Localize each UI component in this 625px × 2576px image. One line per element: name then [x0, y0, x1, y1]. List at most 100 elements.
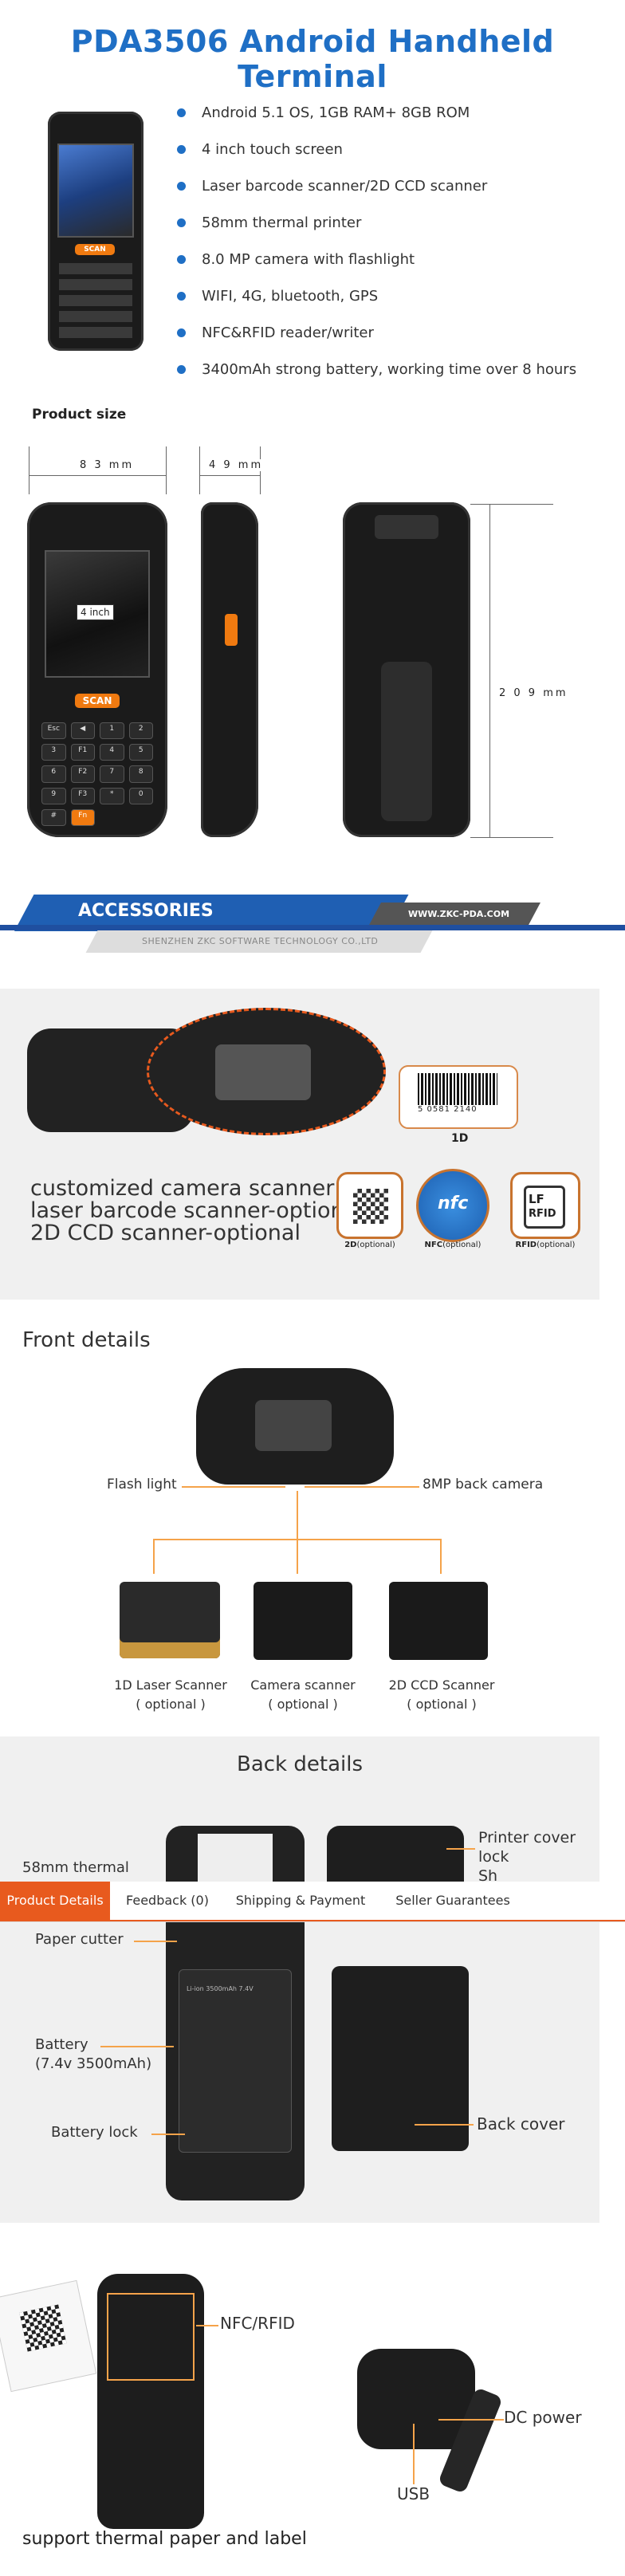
nfc-icon-text: nfc [438, 1194, 469, 1213]
back-strap [381, 662, 432, 821]
ccd-module-photo [389, 1582, 488, 1660]
accessories-title: ACCESSORIES [78, 901, 214, 921]
back-cover-leader [415, 2124, 474, 2126]
spec-text: Laser barcode scanner/2D CCD scanner [202, 177, 488, 195]
qr-2d-icon [336, 1172, 403, 1239]
keypad-key: ◀ [70, 722, 95, 740]
spec-text: 3400mAh strong battery, working time ove… [202, 360, 577, 378]
side-view-device [201, 502, 258, 837]
spec-text: Android 5.1 OS, 1GB RAM+ 8GB ROM [202, 104, 470, 121]
dim-depth-label: 4 9 mm [206, 459, 267, 471]
icon-label-rfid-sub: (optional) [537, 1241, 576, 1249]
spec-item: Laser barcode scanner/2D CCD scanner [177, 167, 576, 204]
keypad-key: 3 [41, 744, 66, 761]
nfc-leader [196, 2325, 218, 2326]
keypad-key: 4 [100, 744, 124, 761]
rfid-icon-lf: LF [529, 1192, 544, 1206]
product-size-heading: Product size [32, 407, 127, 423]
camera-label: 8MP back camera [423, 1477, 544, 1493]
back-camera-window [375, 515, 438, 539]
tab-product-details[interactable]: Product Details [0, 1882, 110, 1920]
keypad-key: 0 [128, 787, 153, 804]
label-qr-code [19, 2304, 67, 2352]
laser-module-photo [120, 1582, 220, 1658]
tree-trunk [297, 1491, 298, 1539]
dim-guide [199, 446, 200, 494]
bullet-icon [177, 108, 186, 117]
keypad-key: 6 [41, 765, 66, 783]
keypad-key: F3 [70, 787, 95, 804]
tab-seller-guarantees[interactable]: Seller Guarantees [395, 1893, 510, 1908]
device-with-label-photo [97, 2274, 204, 2529]
nfc-area-box [107, 2293, 195, 2381]
flash-leader [182, 1486, 285, 1488]
rfid-icon-frame [524, 1186, 565, 1229]
dim-height-label: 2 0 9 mm [499, 687, 568, 699]
nfc-rfid-label: NFC/RFID [220, 2314, 295, 2333]
back-details-heading: Back details [236, 1752, 363, 1776]
icon-label-2d-sub: (optional) [356, 1241, 395, 1249]
keypad-key: Fn [70, 808, 95, 826]
module-opt-camera: ( optional ) [268, 1697, 338, 1712]
spec-item: 8.0 MP camera with flashlight [177, 241, 576, 277]
keypad-key: F2 [70, 765, 95, 783]
tree-leaf [440, 1539, 442, 1574]
front-head-photo [196, 1368, 394, 1485]
keypad-key: 2 [128, 722, 153, 740]
module-name-ccd: 2D CCD Scanner [388, 1677, 495, 1693]
front-details-heading: Front details [22, 1328, 151, 1352]
rfid-icon: LF RFID [510, 1172, 580, 1239]
keypad-key: 1 [100, 722, 124, 740]
icon-label-nfc-name: NFC [424, 1241, 443, 1249]
battery-lock-label: Battery lock [51, 2124, 138, 2141]
scanner-line-3: 2D CCD scanner-optional [30, 1221, 301, 1245]
dim-height-line [489, 504, 490, 837]
usb-leader [413, 2424, 415, 2484]
icon-label-nfc: NFC(optional) [413, 1241, 493, 1249]
usb-label: USB [397, 2484, 430, 2503]
tab-feedback[interactable]: Feedback (0) [126, 1893, 209, 1908]
cutter-label: Paper cutter [35, 1931, 124, 1948]
module-name-camera: Camera scanner [250, 1677, 356, 1693]
keypad-key: # [41, 808, 66, 826]
keypad-key: 5 [128, 744, 153, 761]
website-text: WWW.ZKC-PDA.COM [408, 909, 510, 919]
nfc-icon: nfc [416, 1169, 489, 1242]
product-tab-bar: Product Details Feedback (0) Shipping & … [0, 1882, 625, 1921]
bullet-icon [177, 181, 186, 191]
battery-leader [100, 2046, 174, 2047]
battery-print: Li-ion 3500mAh 7.4V [187, 1985, 254, 1992]
barcode-digits: 5 0581 2140 [418, 1105, 478, 1114]
barcode-icon [418, 1073, 497, 1105]
cutter-leader [134, 1941, 177, 1942]
keypad-key: F1 [70, 744, 95, 761]
bullet-icon [177, 254, 186, 264]
spec-item: Android 5.1 OS, 1GB RAM+ 8GB ROM [177, 94, 576, 131]
banner-underline [0, 925, 625, 930]
spec-text: WIFI, 4G, bluetooth, GPS [202, 287, 379, 305]
barcode-card: 5 0581 2140 [399, 1065, 518, 1129]
printer-label: 58mm thermal [22, 1859, 129, 1876]
cover-lock-label-2: lock [478, 1848, 509, 1866]
rfid-icon-text: RFID [529, 1208, 556, 1220]
module-opt-laser: ( optional ) [136, 1697, 206, 1712]
spec-text: 4 inch touch screen [202, 140, 343, 158]
battery-label-2: (7.4v 3500mAh) [35, 2055, 152, 2072]
hero-scan-key: SCAN [75, 244, 115, 255]
hero-device-screen [57, 144, 134, 238]
cover-lock-leader [446, 1848, 475, 1850]
spec-text: 58mm thermal printer [202, 214, 362, 231]
keypad-key: 8 [128, 765, 153, 783]
tab-shipping-payment[interactable]: Shipping & Payment [235, 1893, 366, 1908]
keypad-key: * [100, 787, 124, 804]
bullet-icon [177, 218, 186, 227]
spec-item: NFC&RFID reader/writer [177, 314, 576, 351]
battery-pack [179, 1969, 292, 2153]
module-opt-ccd: ( optional ) [407, 1697, 477, 1712]
spec-item: WIFI, 4G, bluetooth, GPS [177, 277, 576, 314]
qr-pattern [353, 1189, 388, 1224]
spec-item: 58mm thermal printer [177, 204, 576, 241]
hero-keypad [59, 263, 132, 343]
battery-label-1: Battery [35, 2036, 88, 2053]
module-name-laser: 1D Laser Scanner [114, 1677, 227, 1693]
